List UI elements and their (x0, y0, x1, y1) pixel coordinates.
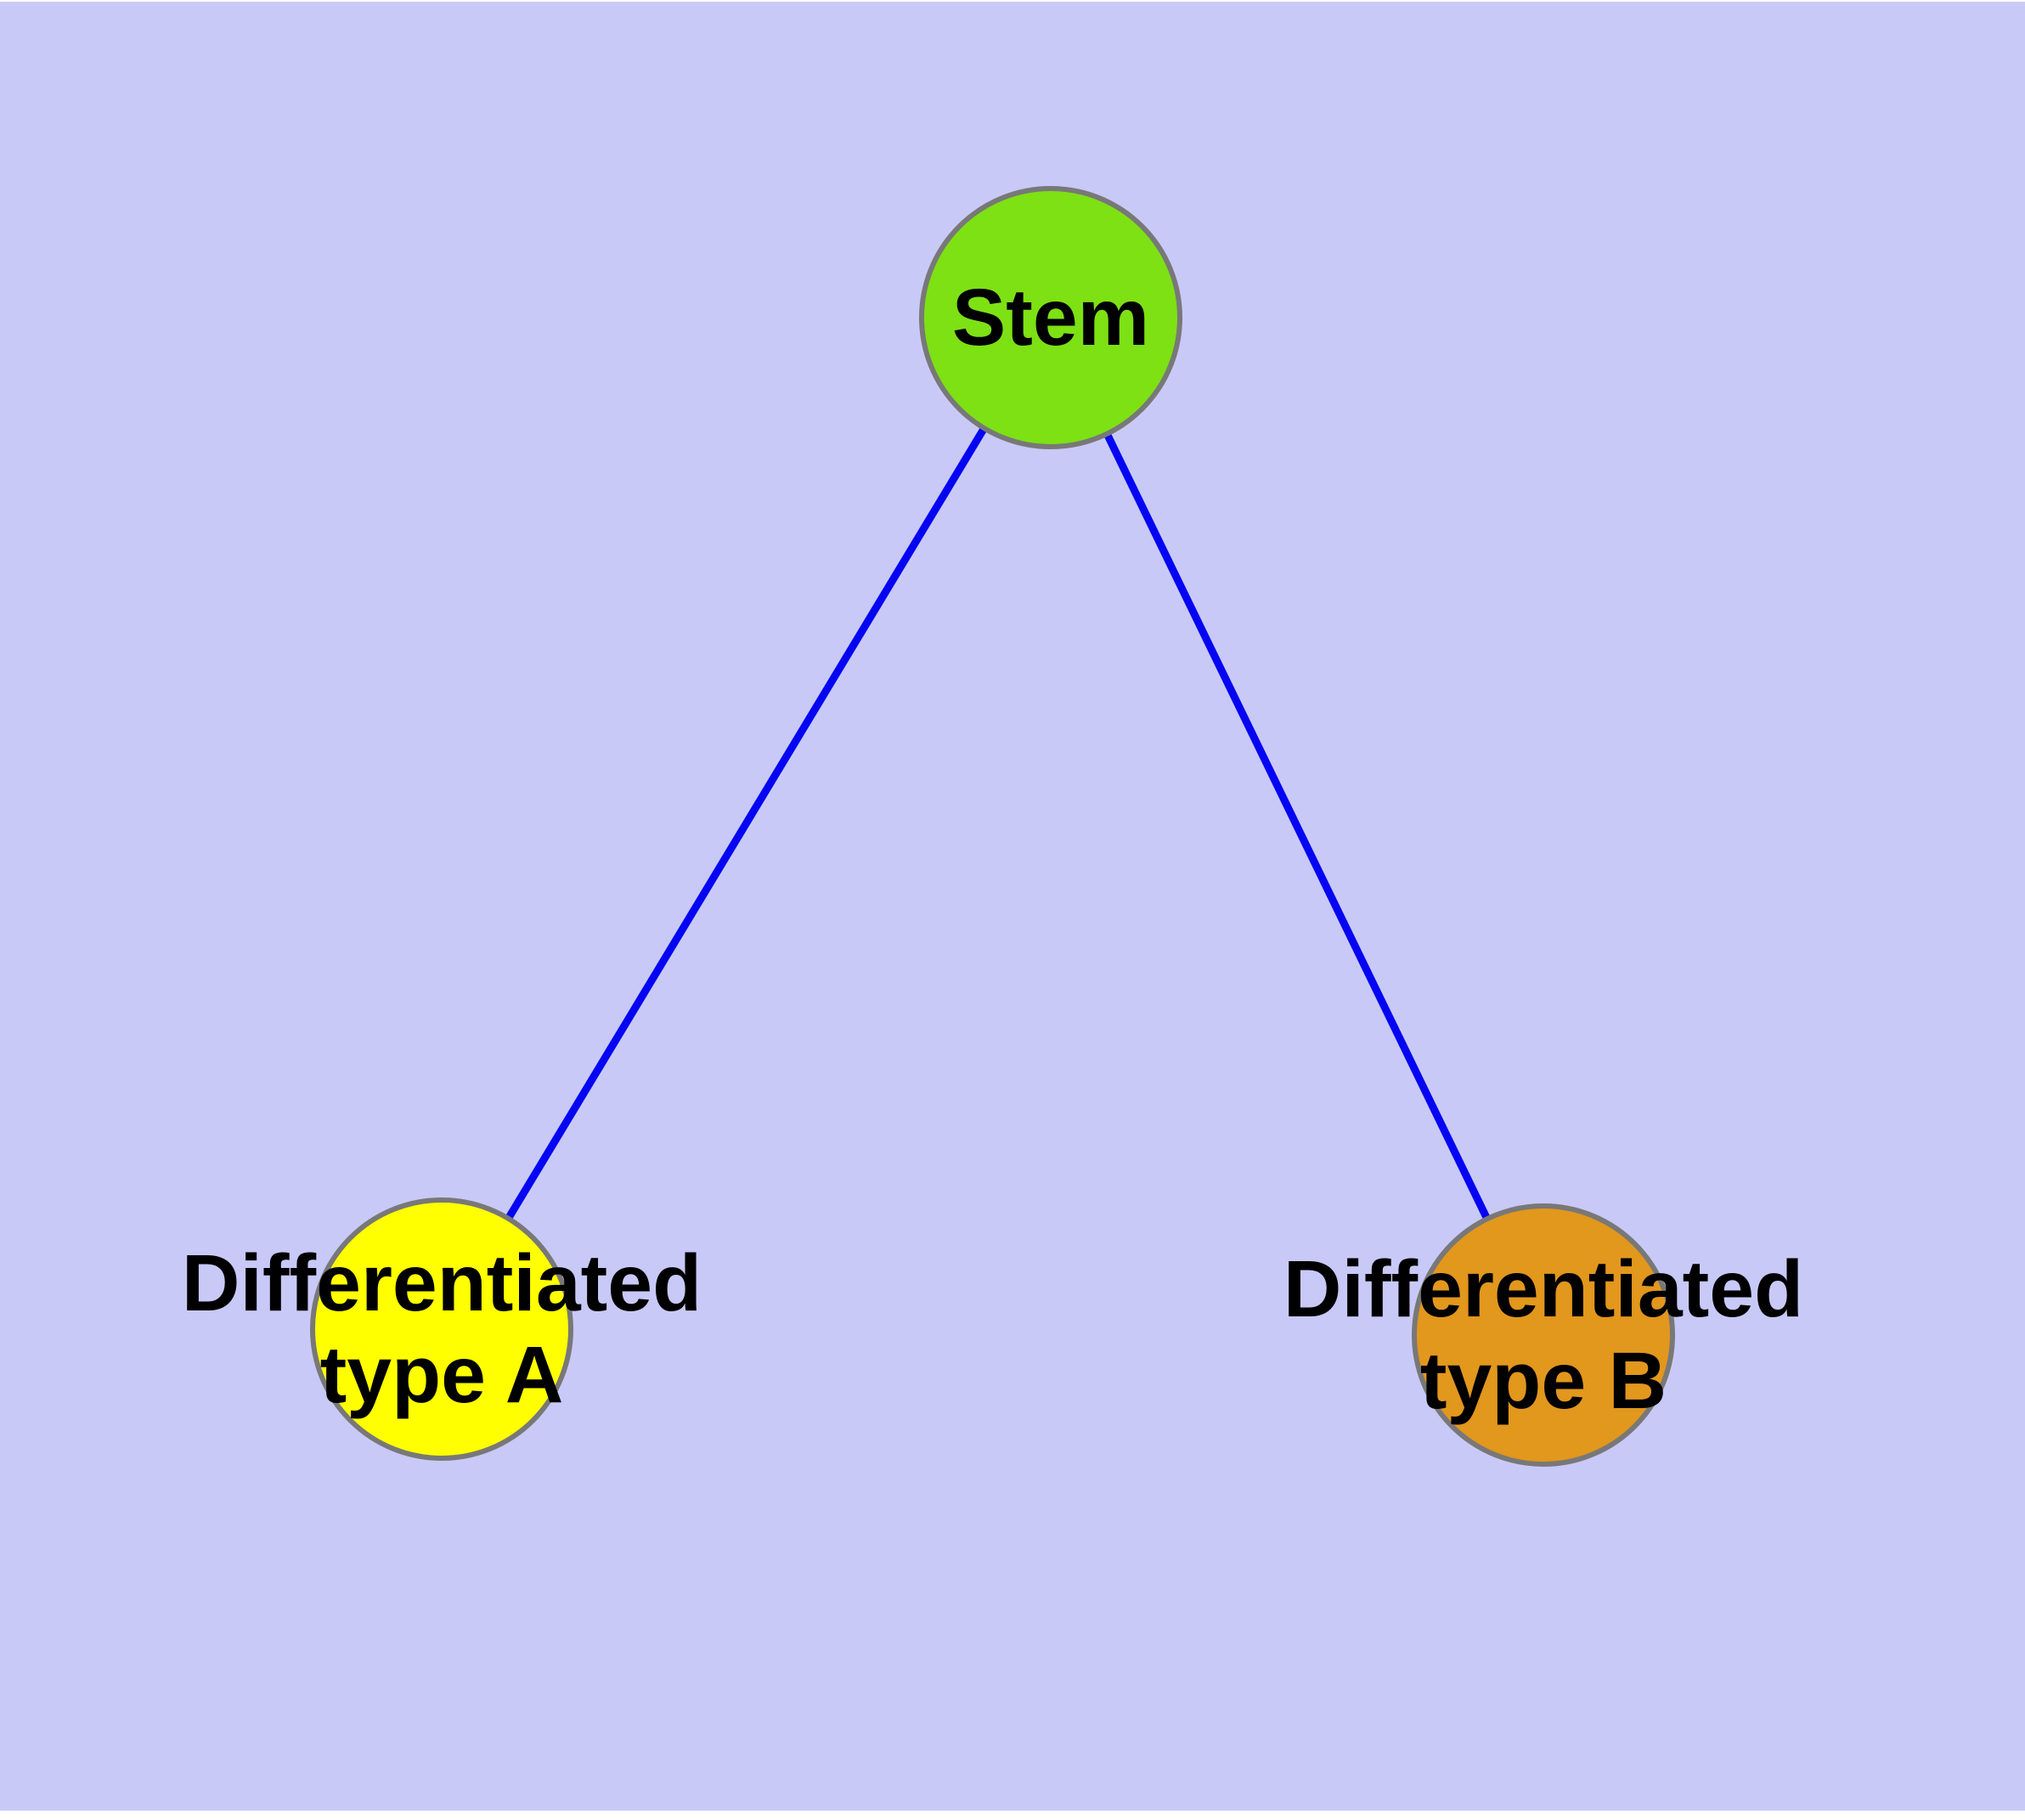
node-type-a-label-line1: Differentiated (182, 1238, 702, 1328)
node-stem-label: Stem (952, 273, 1149, 363)
edge-stem-to-typeA (438, 315, 1054, 1332)
edge-stem-to-typeB (1046, 316, 1548, 1337)
node-type-b-label-line1: Differentiated (1283, 1244, 1803, 1334)
node-type-b-label-line2: type B (1420, 1336, 1667, 1426)
node-differentiated-type-b[interactable] (1412, 1203, 1675, 1467)
node-stem[interactable] (919, 186, 1182, 449)
node-differentiated-type-a[interactable] (310, 1197, 573, 1461)
node-type-a-label-line2: type A (320, 1330, 564, 1420)
node-stem-label-line: Stem (952, 273, 1149, 363)
